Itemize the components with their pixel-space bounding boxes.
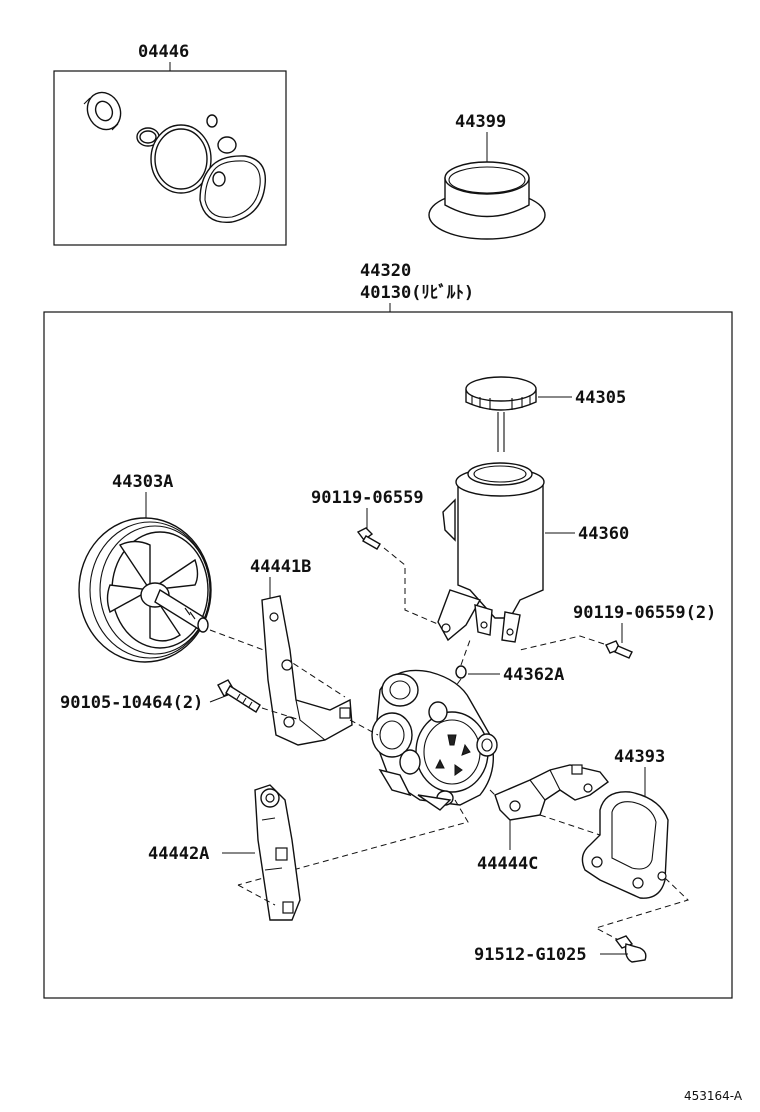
bolt-bottom-icon bbox=[614, 935, 647, 963]
label-oring[interactable]: 44362A bbox=[503, 665, 564, 685]
seal-kit-group: 04446 bbox=[53, 42, 287, 246]
bracket-lower-group: 44442A bbox=[148, 784, 301, 921]
pump-assy-frame bbox=[43, 311, 733, 999]
seal-kit-frame bbox=[53, 70, 287, 246]
bracket-small-group: 44444C bbox=[477, 764, 610, 874]
o-ring-set-icon bbox=[136, 114, 267, 224]
label-gasket[interactable]: 44393 bbox=[614, 747, 665, 767]
bolt-left-icon bbox=[217, 679, 261, 713]
label-seal-kit[interactable]: 04446 bbox=[138, 42, 189, 62]
gasket-group: 44393 bbox=[581, 747, 689, 946]
bolt-upper-group: 90119-06559 bbox=[311, 488, 441, 626]
bracket-small-icon bbox=[494, 764, 610, 821]
oring-group: 44362A bbox=[444, 639, 564, 701]
reservoir-cap-icon bbox=[465, 376, 537, 452]
label-pump-assy[interactable]: 44320 bbox=[360, 261, 411, 281]
reservoir-group: 44360 bbox=[437, 462, 629, 643]
oring-icon bbox=[455, 665, 467, 679]
bracket-lower-icon bbox=[254, 784, 301, 921]
bolt-bottom-group: 91512-G1025 bbox=[474, 935, 647, 965]
reservoir-icon bbox=[437, 462, 545, 643]
reservoir-cap-group: 44305 bbox=[465, 376, 626, 452]
bolt-right-group: 90119-06559(2) bbox=[519, 603, 716, 659]
label-bolt-bottom[interactable]: 91512-G1025 bbox=[474, 945, 587, 965]
bolt-left-group: 90105-10464(2) bbox=[60, 679, 301, 721]
label-pump-rebuilt[interactable]: 40130(ﾘﾋﾞﾙﾄ) bbox=[360, 282, 474, 303]
label-bracket-lower[interactable]: 44442A bbox=[148, 844, 209, 864]
cap-cover-group: 44399 bbox=[428, 112, 546, 240]
label-bracket-upper[interactable]: 44441B bbox=[250, 557, 311, 577]
bolt-right-icon bbox=[605, 640, 633, 659]
label-bolt-upper[interactable]: 90119-06559 bbox=[311, 488, 424, 508]
pulley-group: 44303A bbox=[78, 472, 346, 698]
label-bolt-left[interactable]: 90105-10464(2) bbox=[60, 693, 203, 713]
label-bracket-small[interactable]: 44444C bbox=[477, 854, 538, 874]
label-reservoir-cap[interactable]: 44305 bbox=[575, 388, 626, 408]
bracket-upper-group: 44441B bbox=[250, 557, 353, 746]
label-pulley[interactable]: 44303A bbox=[112, 472, 173, 492]
bolt-upper-icon bbox=[356, 527, 381, 550]
bracket-upper-icon bbox=[261, 595, 353, 746]
pulley-icon bbox=[78, 517, 212, 663]
label-cap-cover[interactable]: 44399 bbox=[455, 112, 506, 132]
label-bolt-right[interactable]: 90119-06559(2) bbox=[573, 603, 716, 623]
pump-body-icon bbox=[371, 669, 498, 811]
gasket-icon bbox=[581, 791, 669, 899]
oil-seal-icon bbox=[83, 91, 122, 131]
cap-cover-icon bbox=[428, 161, 546, 240]
label-reservoir[interactable]: 44360 bbox=[578, 524, 629, 544]
reference-code: 453164-A bbox=[684, 1089, 743, 1103]
